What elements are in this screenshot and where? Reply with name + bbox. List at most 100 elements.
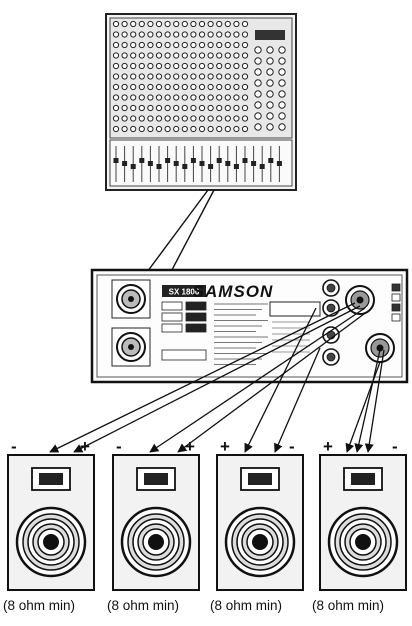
mixer-master-knob [266,57,274,65]
mixer-knob [241,83,249,91]
mixer-knob [112,83,120,91]
mixer-knob [198,31,206,38]
mixer-fader [156,164,162,169]
woofer [120,506,192,578]
mixer-knob [190,94,197,101]
amp-power-switch [161,349,207,361]
speaker-cabinet [319,454,407,591]
tweeter-driver [39,473,63,485]
tweeter-driver [248,473,272,485]
mixer-knob [147,94,154,101]
mixer-knob [112,94,120,101]
mixer-knob [130,20,137,28]
mixer-knob [198,20,206,28]
mixer-knob [224,73,231,80]
mixer-knob [181,52,188,59]
mixer-fader [147,161,153,166]
mixer-knob [121,62,128,70]
mixer-knob [190,83,197,91]
woofer [327,506,399,578]
mixer-knob [224,125,231,133]
mixer-knob [198,94,206,101]
mixer-knob [207,31,214,38]
mixer-fader [113,158,119,163]
mixer [105,13,297,191]
mixer-knob [147,41,154,49]
mixer-knob [155,73,163,80]
amp-input-jack-1 [111,279,151,319]
mixer-knob [224,41,231,49]
mixer-knob [207,62,214,70]
mixer-master-knob [278,68,286,76]
mixer-knob [138,31,145,38]
mixer-knob [112,104,120,112]
mixer-knob [130,125,137,133]
mixer-knob [173,104,180,112]
mixer-knob [112,31,120,38]
mixer-knob [181,31,188,38]
mixer-knob-grid [112,20,249,133]
mixer-knob [173,31,180,38]
mixer-knob [130,31,137,38]
tweeter-driver [351,473,375,485]
mixer-master-knob [254,123,262,131]
mixer-knob [241,115,249,122]
speaker-polarity-left: - [11,437,17,456]
amp-spec-cell [185,312,207,322]
mixer-display [255,30,285,40]
mixer-fader [122,161,128,166]
woofer [224,506,296,578]
mixer-knob [241,41,249,49]
mixer-knob [224,31,231,38]
amp-warning-box [269,301,321,317]
mixer-knob [164,20,171,28]
mixer-knob [233,125,240,133]
mixer-knob [216,94,223,101]
amp-input-jack-2 [111,327,151,367]
speaker-polarity-left: + [220,437,230,456]
mixer-knob [181,83,188,91]
mixer-knob [138,62,145,70]
mixer-knob [164,125,171,133]
mixer-knob [181,125,188,133]
mixer-knob [155,125,163,133]
mixer-knob [224,94,231,101]
woofer [15,506,87,578]
mixer-fader-bank [113,146,282,182]
amp-mode-switch [391,313,401,322]
mixer-knob [207,94,214,101]
mixer-knob [207,104,214,112]
amp-spec-panel [161,301,207,361]
mixer-master-knob [278,101,286,109]
mixer-fader [233,164,239,169]
mixer-knob [130,62,137,70]
speaker-labels: (8 ohm min) (8 ohm min) (8 ohm min) (8 o… [0,598,412,618]
amp-spec-cell [161,301,183,311]
mixer-knob [207,73,214,80]
mixer-knob [216,62,223,70]
mixer-fader [182,164,188,169]
speaker-polarity-left: + [323,437,333,456]
mixer-knob [147,73,154,80]
mixer-knob [147,104,154,112]
mixer-knob [216,41,223,49]
speaker-polarity-right: - [289,437,295,456]
mixer-knob [233,104,240,112]
mixer-master-knob [254,79,262,87]
mixer-fader [208,164,214,169]
mixer-knob [190,73,197,80]
mixer-knob [241,125,249,133]
mixer-knob [233,83,240,91]
mixer-master-knob [278,112,286,120]
mixer-knob [224,62,231,70]
mixer-knob [121,94,128,101]
speaker-polarity-right: + [185,437,195,456]
mixer-knob [155,62,163,70]
mixer-knob [224,115,231,122]
mixer-knob [190,62,197,70]
mixer-knob [241,73,249,80]
mixer-knob [216,73,223,80]
mixer-fader [251,161,257,166]
mixer-knob [181,104,188,112]
mixer-fader [268,158,274,163]
